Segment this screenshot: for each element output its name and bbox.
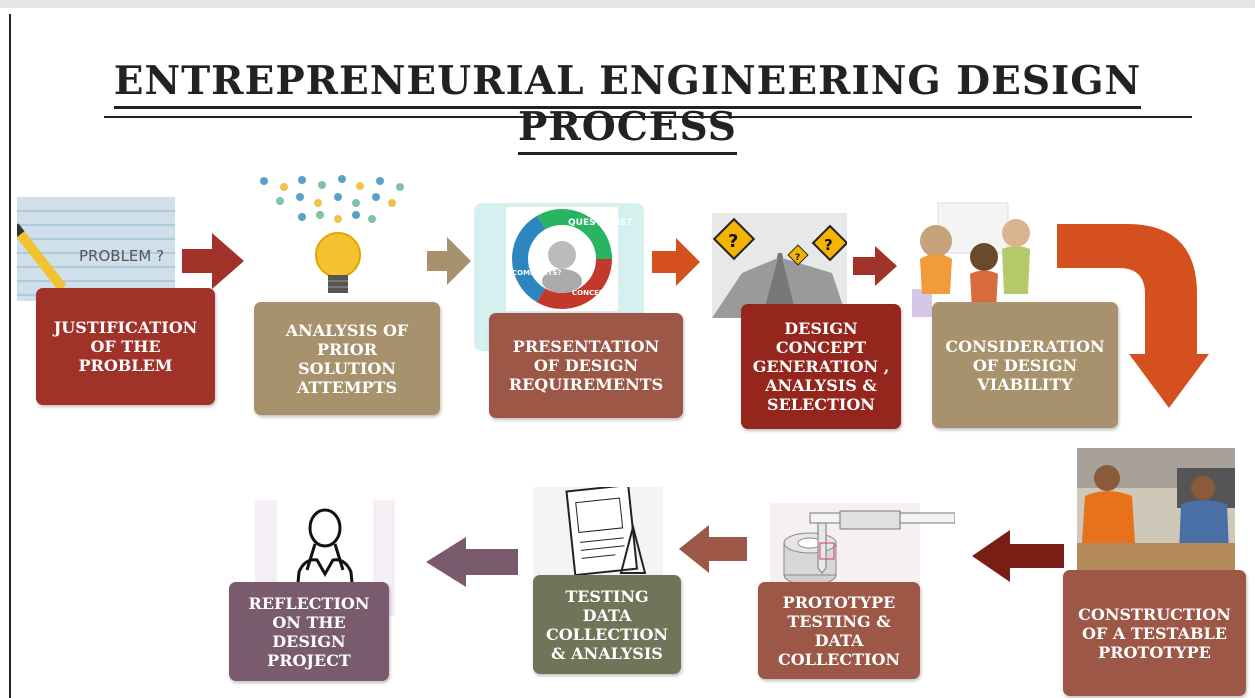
svg-text:?: ? [795,253,800,263]
curved-arrow-5-to-6 [1057,224,1209,408]
step-reflection-on-design-project: REFLECTION ON THE DESIGN PROJECT [229,582,389,681]
problem-note-image: PROBLEM ? [17,197,175,301]
page-title: ENTREPRENEURIAL ENGINEERING DESIGN PROCE… [0,58,1255,155]
step-label: DESIGN CONCEPT GENERATION , ANALYSIS & S… [752,319,890,414]
comments-label: COMMENTS? [512,269,562,277]
step-presentation-of-design-requirements: PRESENTATION OF DESIGN REQUIREMENTS [489,313,683,418]
arrow-3-to-4 [652,238,700,286]
problem-note-text: PROBLEM ? [79,247,164,265]
arrow-1-to-2 [182,233,244,289]
svg-text:?: ? [728,231,738,252]
arrow-4-to-5 [853,246,897,286]
svg-text:?: ? [824,236,833,254]
step-label: TESTING DATA COLLECTION & ANALYSIS [545,586,669,663]
step-testing-data-collection-analysis: TESTING DATA COLLECTION & ANALYSIS [533,575,681,674]
left-border-line [9,14,11,698]
title-underline [104,116,1192,118]
arrow-6-to-7 [972,530,1064,582]
step-label: ANALYSIS OF PRIOR SOLUTION ATTEMPTS [285,320,409,397]
road-signs-image: ? ? ? [712,213,847,318]
step-label: CONSIDERATION OF DESIGN VIABILITY [945,336,1105,394]
construction-photo [1077,448,1235,572]
step-design-concept-generation: DESIGN CONCEPT GENERATION , ANALYSIS & S… [741,304,901,429]
lightbulb-icon [250,173,418,301]
step-label: CONSTRUCTION OF A TESTABLE PROTOTYPE [1078,604,1231,662]
concerns-label: CONCERNS? [572,289,619,297]
step-prototype-testing-data-collection: PROTOTYPE TESTING & DATA COLLECTION [758,582,920,679]
step-analysis-of-prior-solutions: ANALYSIS OF PRIOR SOLUTION ATTEMPTS [254,302,440,415]
step-label: JUSTIFICATION OF THE PROBLEM [53,318,198,375]
arrow-8-to-9 [426,537,518,587]
step-justification-of-problem: JUSTIFICATION OF THE PROBLEM [36,288,215,405]
arrow-7-to-8 [679,525,747,573]
step-label: PROTOTYPE TESTING & DATA COLLECTION [777,592,901,669]
title-text: ENTREPRENEURIAL ENGINEERING DESIGN PROCE… [113,58,1142,155]
test-documents-image [533,487,663,579]
step-consideration-of-design-viability: CONSIDERATION OF DESIGN VIABILITY [932,302,1118,428]
arrow-2-to-3 [427,237,471,285]
step-label: REFLECTION ON THE DESIGN PROJECT [248,593,370,670]
team-discussion-image [910,199,1040,317]
questions-label: QUESTIONS? [568,218,632,228]
top-border [0,0,1255,8]
step-label: PRESENTATION OF DESIGN REQUIREMENTS [508,337,664,394]
step-construction-of-testable-prototype: CONSTRUCTION OF A TESTABLE PROTOTYPE [1063,570,1246,696]
